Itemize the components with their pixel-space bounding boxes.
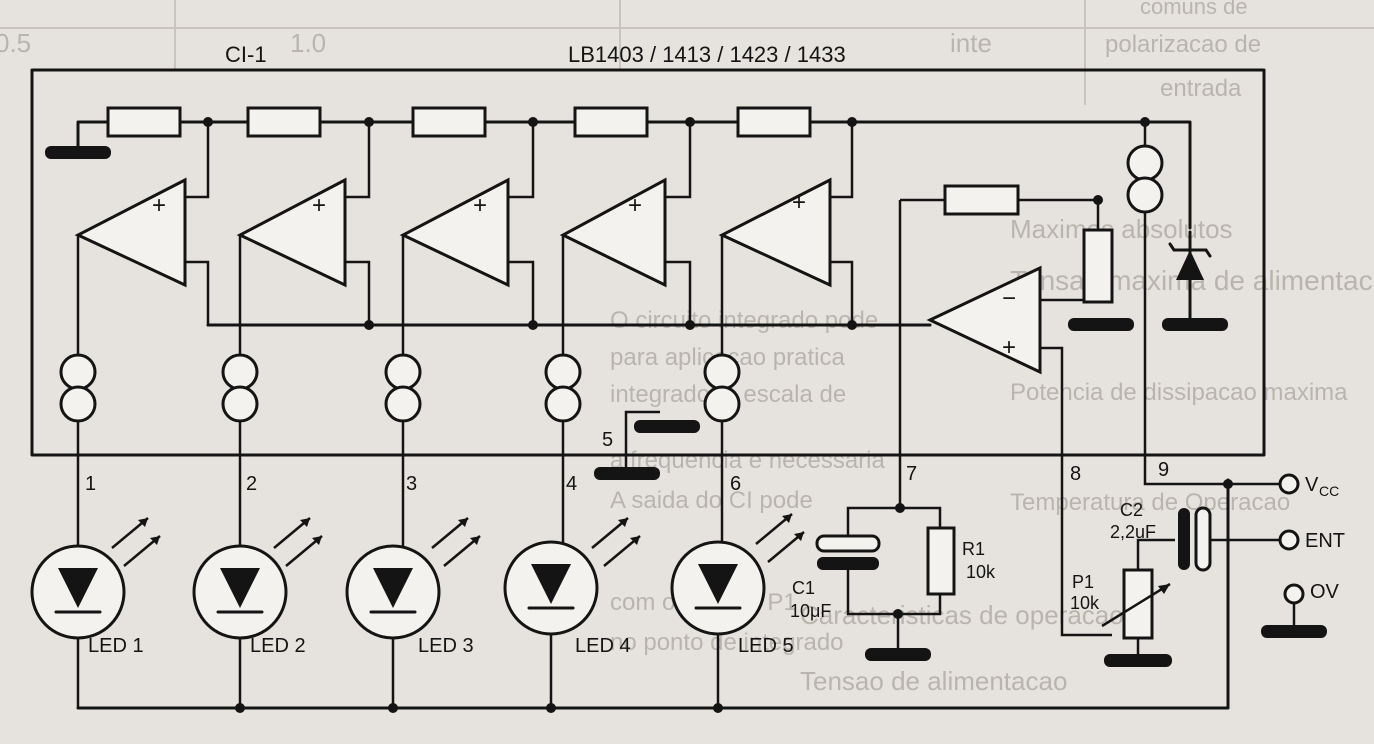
bg-mid-4: A saida do CI pode [610, 487, 813, 514]
bg-cell-0: 0.5 [0, 28, 31, 58]
pin-label: 2 [246, 473, 257, 495]
led-label: LED 1 [88, 635, 144, 657]
chip-label: CI-1 [225, 42, 267, 67]
bg-right-0: Maximos absolutos [1010, 214, 1233, 244]
pin-label: 4 [566, 473, 577, 495]
comparator-plus: + [152, 192, 166, 219]
voltage-reference [1126, 122, 1228, 458]
background-page-text: 0.5 1.0 inte comuns de polarizacao de en… [0, 0, 1374, 696]
ground-symbol [634, 420, 700, 433]
ladder-resistor [246, 106, 322, 138]
led-3: LED 3 [345, 517, 481, 657]
op-amp [926, 265, 1042, 375]
pin-label: 5 [602, 429, 613, 451]
ent-label: ENT [1305, 530, 1345, 552]
comparator-plus: + [473, 192, 487, 219]
c2-value: 2,2uF [1110, 522, 1156, 542]
ov-label: OV [1310, 581, 1340, 603]
pin-label: 6 [730, 473, 741, 495]
input-amplifier: − + [898, 184, 1134, 508]
bg-cell-2: inte [950, 28, 992, 58]
pin-labels: 1 2 3 4 5 6 7 8 9 [85, 429, 1169, 495]
led-label: LED 2 [250, 635, 306, 657]
op-amp-minus: − [1002, 285, 1016, 312]
ladder-resistor [573, 106, 649, 138]
led-2: LED 2 [192, 517, 323, 657]
vcc-subscript: CC [1319, 483, 1339, 499]
c2-name: C2 [1120, 500, 1143, 520]
comparator-plus: + [792, 189, 806, 216]
chip-part-number: LB1403 / 1413 / 1423 / 1433 [568, 42, 846, 67]
ladder-resistor [106, 106, 182, 138]
p1-value: 10k [1070, 593, 1100, 613]
comparators: + + + + + [74, 177, 832, 288]
pin-label: 7 [906, 463, 917, 485]
junction-dots [203, 117, 1233, 713]
ground-symbol [1261, 625, 1327, 638]
comparator-3 [399, 177, 510, 288]
ic-body [30, 68, 1266, 457]
bg-cell-1: 1.0 [290, 28, 326, 58]
led-label: LED 4 [575, 635, 631, 657]
led-label: LED 5 [738, 635, 794, 657]
input-network: C2 2,2uF P1 10k V CC ENT OV [1060, 458, 1345, 667]
p1-name: P1 [1072, 572, 1094, 592]
bg-right-5: Tensao de alimentacao [800, 666, 1067, 696]
vcc-label: V [1305, 474, 1319, 496]
pin-5-ground [594, 410, 700, 480]
comparator-2 [236, 177, 347, 288]
led-1: LED 1 [30, 517, 161, 657]
terminal-ent [1278, 529, 1300, 551]
bg-right-3: Temperatura de Operacao [1010, 489, 1290, 516]
ground-symbol [1068, 318, 1134, 331]
bg-mid-0: O circuito integrado pode [610, 307, 878, 334]
c1-name: C1 [792, 578, 815, 598]
ground-symbol [594, 467, 660, 480]
resistor-ladder [45, 106, 1192, 230]
ground-symbol [1162, 318, 1228, 331]
c1-value: 10μF [790, 601, 831, 621]
led-array: LED 1 LED 2 LED 3 LED 4 [30, 478, 1230, 710]
led-5: LED 5 [670, 513, 805, 657]
led-label: LED 3 [418, 635, 474, 657]
comparator-1 [74, 177, 187, 288]
ladder-resistor [411, 106, 487, 138]
pin-label: 8 [1070, 463, 1081, 485]
pin-label: 9 [1158, 459, 1169, 481]
terminal-vcc [1278, 473, 1300, 495]
terminal-ov [1283, 583, 1305, 605]
capacitor-c2 [1178, 508, 1190, 570]
op-amp-plus: + [1002, 334, 1016, 361]
pin-label: 3 [406, 473, 417, 495]
ground-symbol [45, 146, 111, 159]
comparator-plus: + [628, 192, 642, 219]
bg-right-2: Potencia de dissipacao maxima [1010, 379, 1348, 406]
pin-label: 1 [85, 473, 96, 495]
bg-cell-4: polarizacao de [1105, 31, 1261, 58]
resistor-r1 [926, 526, 956, 596]
ground-symbol [865, 648, 931, 661]
capacitor-c1 [815, 534, 881, 553]
ladder-resistor [736, 106, 812, 138]
comparator-input-wiring [76, 122, 932, 355]
r1-value: 10k [966, 562, 996, 582]
r1-name: R1 [962, 539, 985, 559]
comparator-5 [718, 177, 832, 288]
ground-symbol [1104, 654, 1172, 667]
current-sources [59, 353, 741, 548]
led-4: LED 4 [503, 517, 641, 657]
comparator-4 [559, 177, 667, 288]
bg-cell-3: comuns de [1140, 0, 1248, 19]
bg-cell-5: entrada [1160, 75, 1242, 102]
comparator-plus: + [312, 192, 326, 219]
